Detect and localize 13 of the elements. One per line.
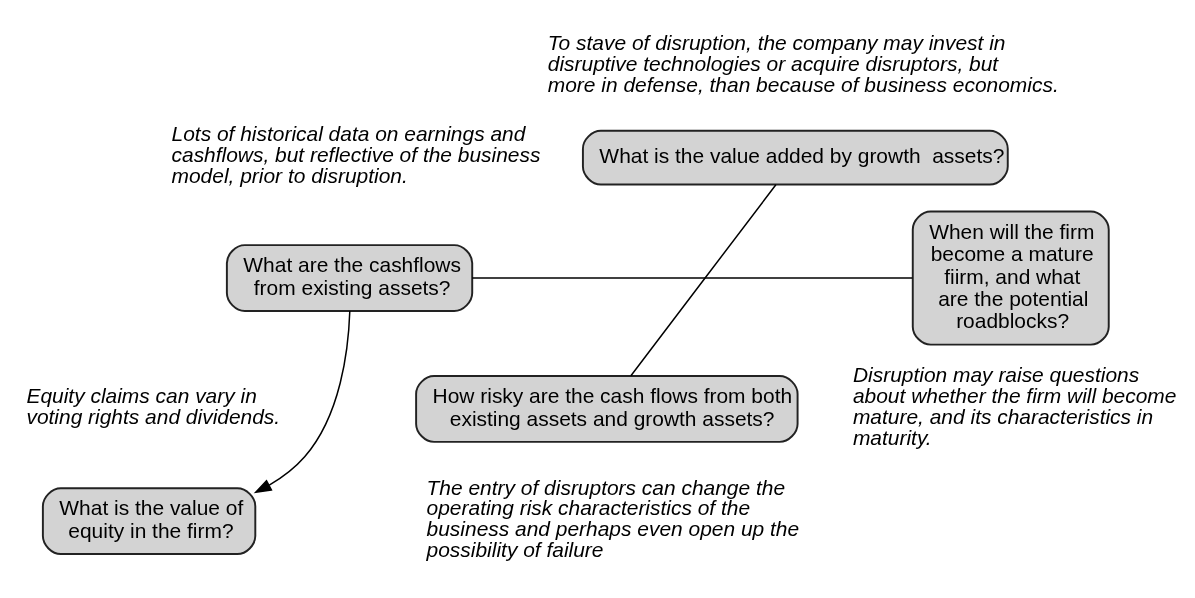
node-box: What are the cashflows from existing assets? [225,244,474,312]
node-label: Lots of historical data on earnings and cashflows, but reflective of the business model, prior to disruption. [171,122,541,188]
node-label: Equity claims can vary in voting rights and dividends. [26,384,281,429]
node-label: Disruption may raise questions about whether the firm will become mature, and its characteristics in maturity. [852,363,1177,450]
node-box: What is the value of equity in the firm? [41,487,257,556]
node-label: To stave of disruption, the company may invest in disruptive technologies or acquire disruptors, but more in defense, than because of business economics. [547,31,1059,97]
node-box: What is the value added by growth assets? [581,129,1009,186]
node-box: How risky are the cash flows from both existing assets and growth assets? [415,375,799,443]
node-box: When will the firm become a mature fiirm, and what are the potential roadblocks? [911,210,1110,346]
node-label: The entry of disruptors can change the operating risk characteristics of the business and perhaps even open up the possibility of failure [426,475,800,562]
connector [630,184,777,377]
arrow [253,310,351,494]
connector [471,277,914,279]
